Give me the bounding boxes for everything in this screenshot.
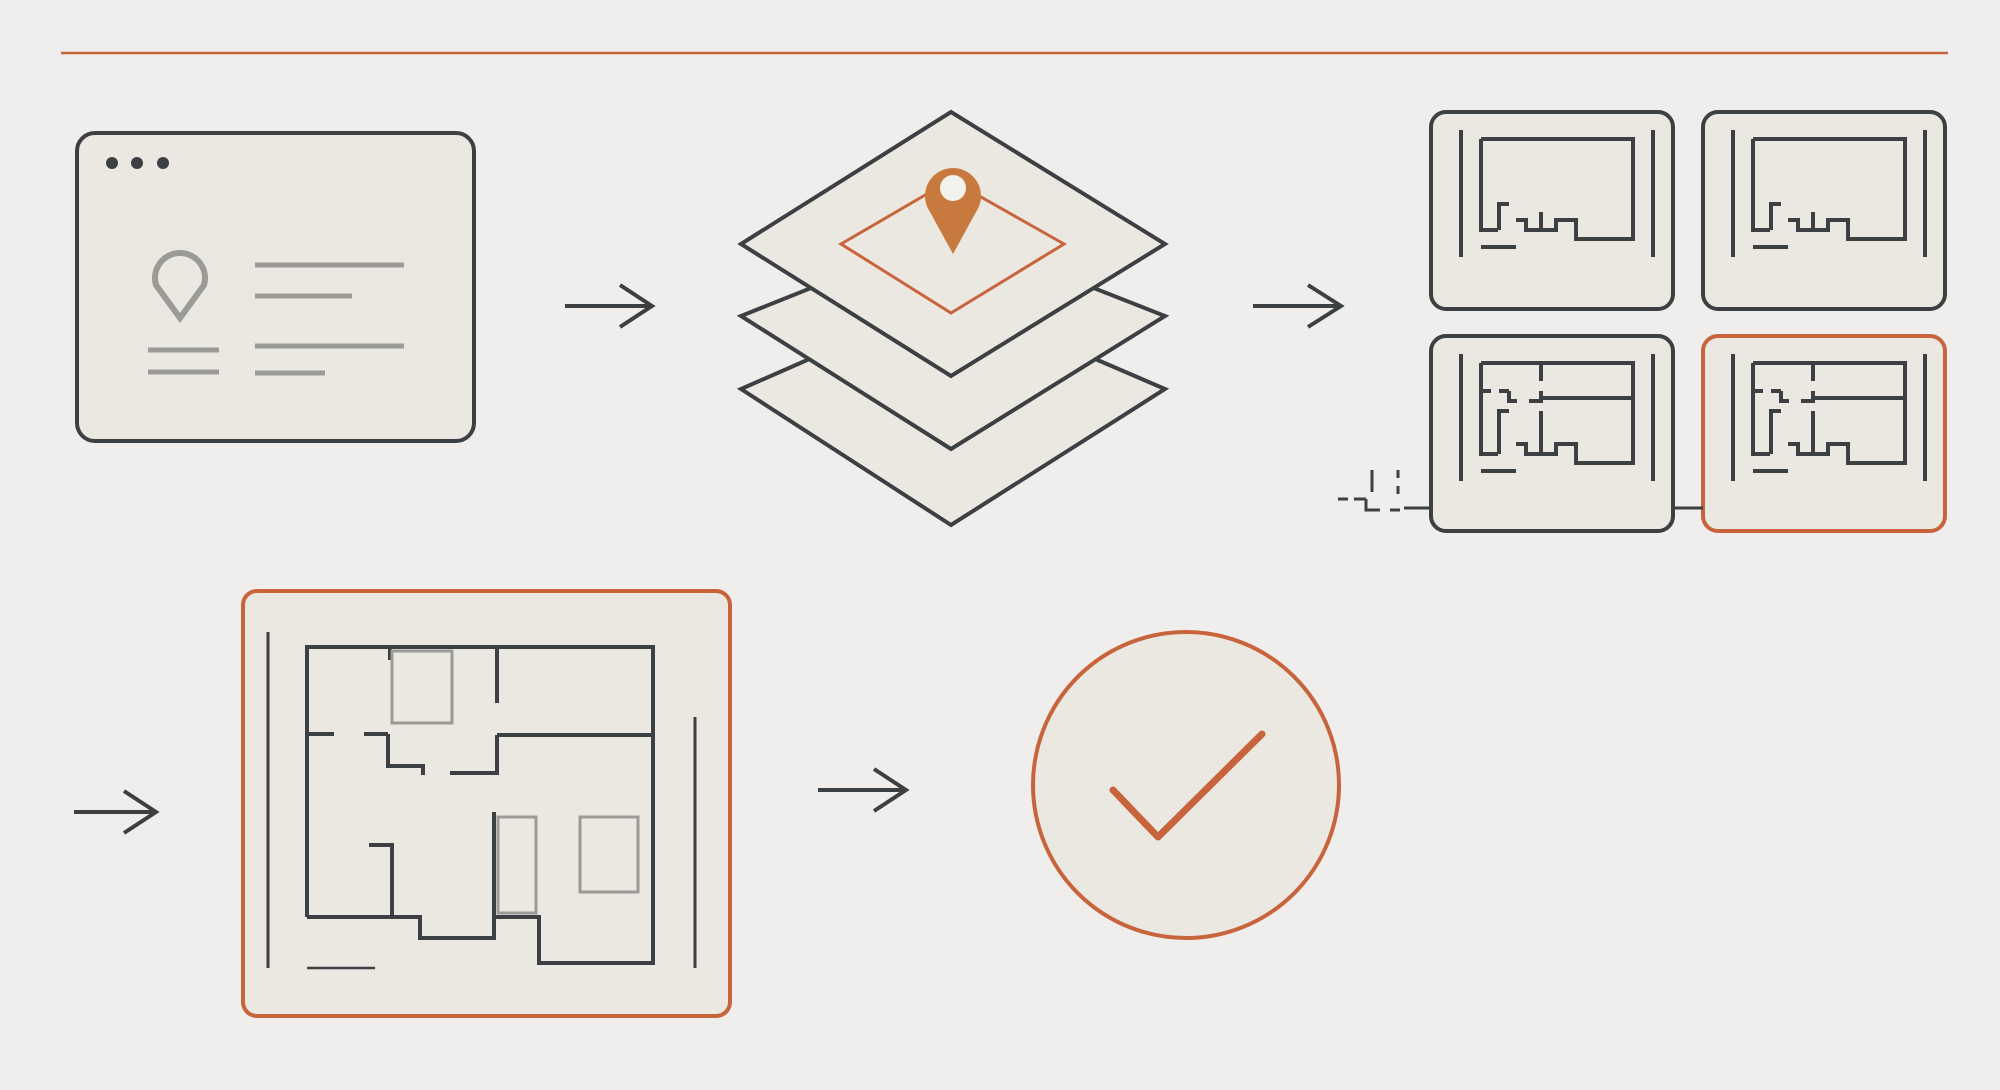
browser-listing-icon (75, 131, 476, 443)
arrow-right-icon (1253, 283, 1345, 329)
floor-plan-option-selected (1701, 334, 1947, 533)
plan-fragment-icon (1338, 470, 1431, 512)
arrow-right-icon (74, 789, 160, 835)
arrow-right-icon (565, 283, 656, 329)
window-dot-icon (131, 157, 143, 169)
furniture-icon (578, 815, 640, 894)
map-pin-icon (925, 168, 981, 254)
furniture-icon (496, 815, 538, 915)
map-layers-pin-icon (736, 109, 1170, 528)
location-pin-icon (152, 250, 208, 324)
window-dot-icon (157, 157, 169, 169)
arrow-right-icon (818, 767, 910, 813)
floor-plan-option (1429, 334, 1675, 533)
furniture-icon (390, 649, 454, 725)
floor-plan-option (1429, 110, 1675, 311)
floor-plan-icon (241, 589, 732, 1018)
window-dot-icon (106, 157, 118, 169)
floor-plan-grid-icon (1338, 110, 1947, 533)
check-circle-icon (1031, 630, 1341, 940)
floor-plan-option (1701, 110, 1947, 311)
